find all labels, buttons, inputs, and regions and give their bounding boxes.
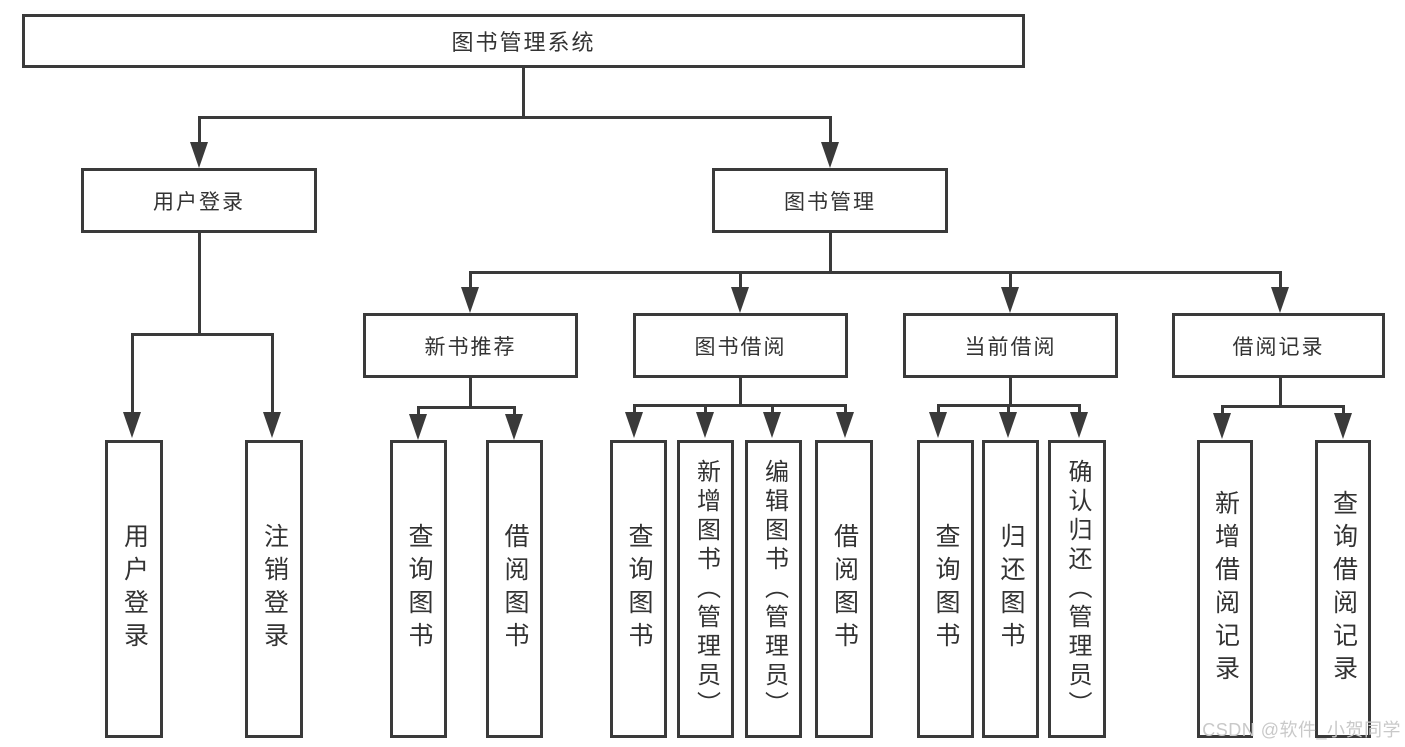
connector-line — [198, 233, 201, 336]
leaf-edit-book-admin: 编辑图书（管理员） — [745, 440, 802, 738]
connector-line — [522, 68, 525, 118]
leaf-add-borrow-record-label: 新增借阅记录 — [1211, 490, 1240, 688]
leaf-query-book-recommend-label: 查询图书 — [405, 523, 433, 655]
connector-line — [1078, 404, 1081, 414]
arrowhead — [999, 412, 1017, 438]
leaf-logout-label: 注销登录 — [260, 523, 289, 655]
leaf-confirm-return-admin: 确认归还（管理员） — [1048, 440, 1106, 738]
node-new-book-recommend-label: 新书推荐 — [424, 335, 517, 359]
node-root-label: 图书管理系统 — [451, 30, 596, 55]
node-book-borrowing: 图书借阅 — [633, 313, 848, 378]
connector-line — [704, 404, 707, 414]
leaf-return-book-label: 归还图书 — [997, 523, 1025, 655]
arrowhead — [1070, 412, 1088, 438]
connector-line — [937, 404, 940, 414]
connector-line — [469, 271, 1282, 274]
leaf-return-book: 归还图书 — [982, 440, 1039, 738]
leaf-borrow-book-recommend-label: 借阅图书 — [501, 523, 529, 655]
node-book-management-label: 图书管理 — [784, 190, 876, 214]
leaf-confirm-return-admin-label: 确认归还（管理员） — [1064, 458, 1091, 720]
arrowhead — [461, 287, 479, 313]
leaf-edit-book-admin-label: 编辑图书（管理员） — [760, 458, 788, 720]
node-root: 图书管理系统 — [22, 14, 1025, 68]
connector-line — [131, 333, 274, 336]
node-book-management: 图书管理 — [712, 168, 948, 233]
leaf-add-borrow-record: 新增借阅记录 — [1197, 440, 1253, 738]
node-user-login: 用户登录 — [81, 168, 317, 233]
arrowhead — [505, 414, 523, 440]
arrowhead — [763, 412, 781, 438]
connector-line — [417, 406, 516, 409]
connector-line — [1279, 271, 1282, 289]
arrowhead — [263, 412, 281, 438]
watermark: CSDN @软件_小贺同学 — [1202, 720, 1401, 740]
arrowhead — [1213, 413, 1231, 439]
connector-line — [1009, 271, 1012, 289]
connector-line — [469, 377, 472, 409]
leaf-add-book-admin: 新增图书（管理员） — [677, 440, 734, 738]
connector-line — [829, 233, 832, 274]
leaf-user-login: 用户登录 — [105, 440, 163, 738]
connector-line — [1007, 404, 1010, 414]
arrowhead — [836, 412, 854, 438]
connector-line — [1221, 405, 1224, 415]
arrowhead — [409, 414, 427, 440]
arrowhead — [123, 412, 141, 438]
leaf-query-borrow-record-label: 查询借阅记录 — [1329, 490, 1358, 688]
connector-line — [633, 404, 636, 414]
leaf-user-login-label: 用户登录 — [120, 523, 149, 655]
node-book-borrowing-label: 图书借阅 — [694, 335, 787, 359]
arrowhead — [1271, 287, 1289, 313]
connector-line — [829, 116, 832, 144]
connector-line — [739, 271, 742, 289]
connector-line — [198, 116, 832, 119]
leaf-query-book-borrowing: 查询图书 — [610, 440, 667, 738]
arrowhead — [1001, 287, 1019, 313]
arrowhead — [929, 412, 947, 438]
connector-line — [633, 404, 847, 407]
connector-line — [844, 404, 847, 414]
arrowhead — [821, 142, 839, 168]
leaf-borrow-book-borrowing-label: 借阅图书 — [830, 523, 859, 655]
leaf-logout: 注销登录 — [245, 440, 303, 738]
leaf-query-book-recommend: 查询图书 — [390, 440, 447, 738]
node-current-borrowing: 当前借阅 — [903, 313, 1118, 378]
leaf-query-borrow-record: 查询借阅记录 — [1315, 440, 1371, 738]
connector-line — [469, 271, 472, 289]
connector-line — [1342, 405, 1345, 415]
leaf-add-book-admin-label: 新增图书（管理员） — [692, 458, 720, 720]
arrowhead — [696, 412, 714, 438]
connector-line — [198, 116, 201, 144]
connector-line — [417, 406, 420, 416]
node-borrowing-records-label: 借阅记录 — [1232, 335, 1325, 359]
node-borrowing-records: 借阅记录 — [1172, 313, 1385, 378]
node-current-borrowing-label: 当前借阅 — [964, 335, 1057, 359]
arrowhead — [1334, 413, 1352, 439]
connector-line — [739, 377, 742, 407]
connector-line — [1221, 405, 1345, 408]
leaf-query-book-current: 查询图书 — [917, 440, 974, 738]
connector-line — [1279, 376, 1282, 408]
node-new-book-recommend: 新书推荐 — [363, 313, 578, 378]
leaf-query-book-borrowing-label: 查询图书 — [625, 523, 653, 655]
arrowhead — [731, 287, 749, 313]
leaf-query-book-current-label: 查询图书 — [932, 523, 960, 655]
leaf-borrow-book-recommend: 借阅图书 — [486, 440, 543, 738]
node-user-login-label: 用户登录 — [153, 190, 245, 214]
arrowhead — [625, 412, 643, 438]
connector-line — [771, 404, 774, 414]
connector-line — [271, 333, 274, 414]
arrowhead — [190, 142, 208, 168]
connector-line — [131, 333, 134, 414]
leaf-borrow-book-borrowing: 借阅图书 — [815, 440, 873, 738]
connector-line — [513, 406, 516, 416]
connector-line — [1009, 377, 1012, 407]
